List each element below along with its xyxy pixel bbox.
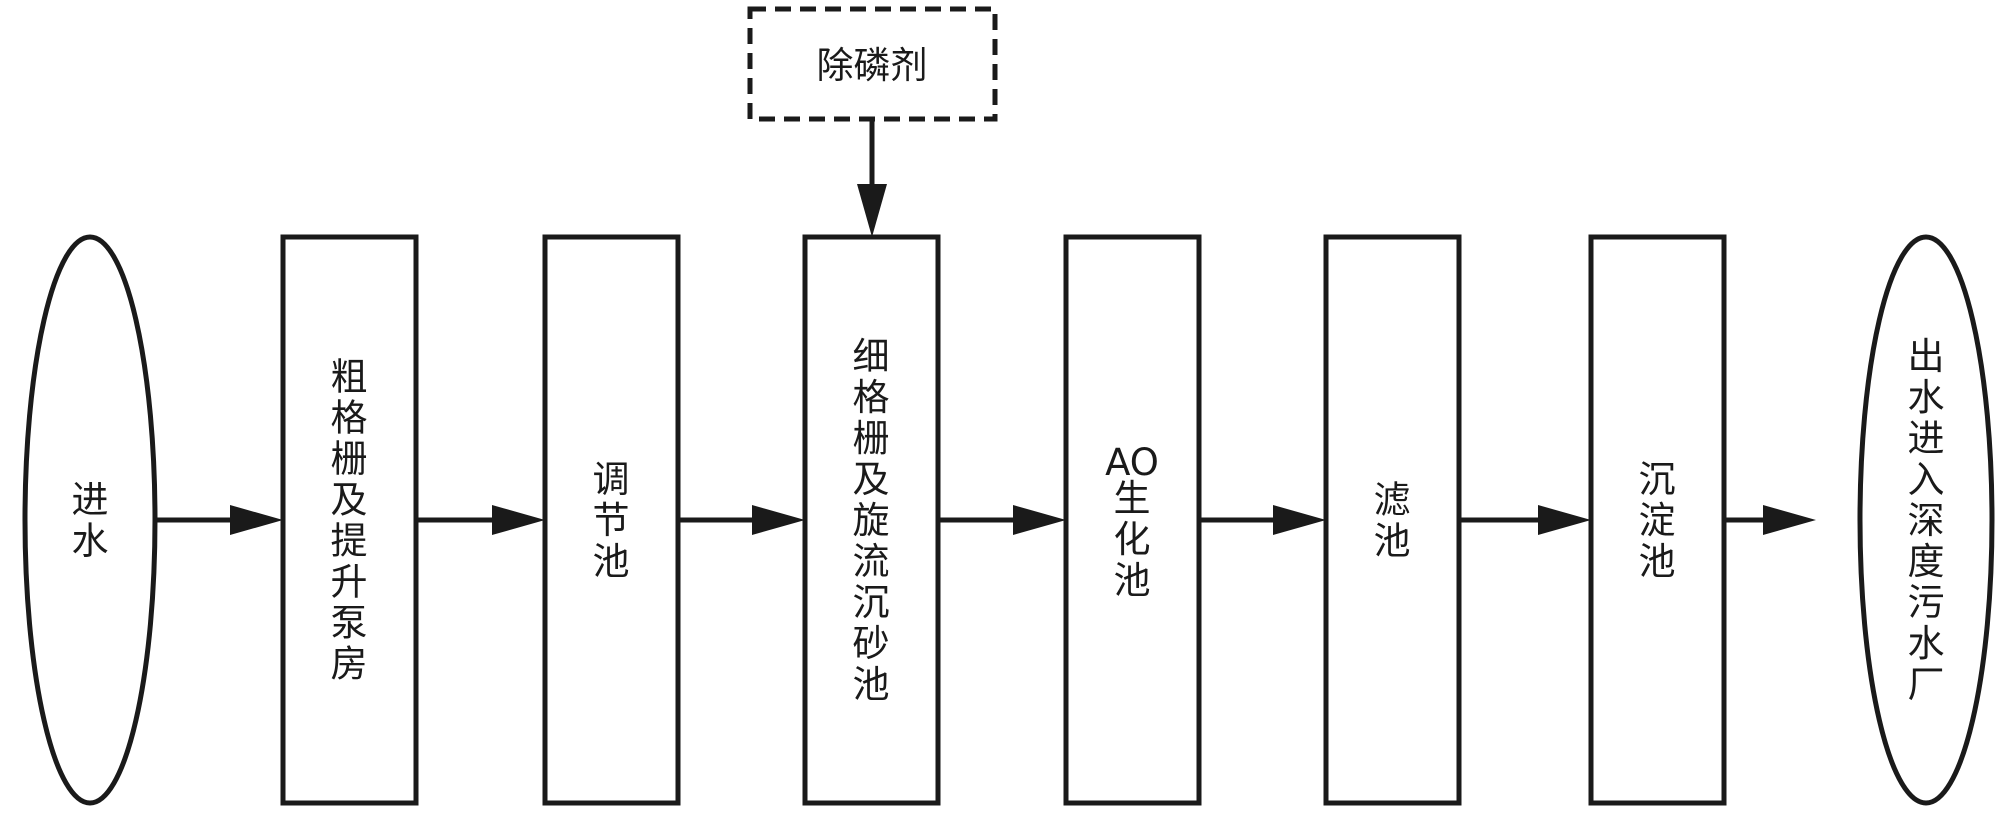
node-equalization-tank: 调节池 [542,234,681,806]
node-coarse-screen-shape [280,234,419,806]
node-equalization-tank-label: 调节池 [593,458,630,583]
arrowhead-ao [1013,505,1066,535]
arrowhead-sedimentation [1538,505,1591,535]
node-sedimentation-tank-shape [1588,234,1727,806]
node-sedimentation-tank-label: 沉淀池 [1639,458,1676,583]
node-coarse-screen-label: 粗格栅及提升泵房 [331,356,368,686]
node-sedimentation-tank: 沉淀池 [1588,234,1727,806]
arrowhead-filter [1273,505,1326,535]
arrowhead-outlet [1763,505,1816,535]
node-outlet: 出水进入深度污水厂 [1857,234,1995,806]
node-outlet-shape [1857,234,1995,806]
node-ao-tank-label: 生化池 [1114,477,1151,602]
node-coarse-screen: 粗格栅及提升泵房 [280,234,419,806]
arrowhead-coarse-screen [230,505,283,535]
node-fine-screen-shape [802,234,941,806]
node-inlet-label: 进水 [72,479,109,563]
node-phosphorus-agent: 除磷剂 [747,6,998,122]
node-filter: 滤池 [1323,234,1462,806]
arrowhead-equalization [492,505,545,535]
node-filter-shape [1323,234,1462,806]
node-ao-tank-label-line1: AO [1105,441,1159,484]
node-fine-screen-label: 细格栅及旋流沉砂池 [853,335,890,706]
node-fine-screen: 细格栅及旋流沉砂池 [802,234,941,806]
node-equalization-tank-shape [542,234,681,806]
node-inlet: 进水 [22,234,158,806]
node-filter-label: 滤池 [1374,479,1411,563]
node-ao-tank: AO 生化池 [1063,234,1202,806]
arrowhead-phosphorus-agent [857,184,887,237]
arrowhead-fine-screen [752,505,805,535]
node-phosphorus-agent-label: 除磷剂 [817,44,928,87]
edges [155,119,1816,535]
node-outlet-label: 出水进入深度污水厂 [1908,335,1945,706]
node-ao-tank-shape [1063,234,1202,806]
